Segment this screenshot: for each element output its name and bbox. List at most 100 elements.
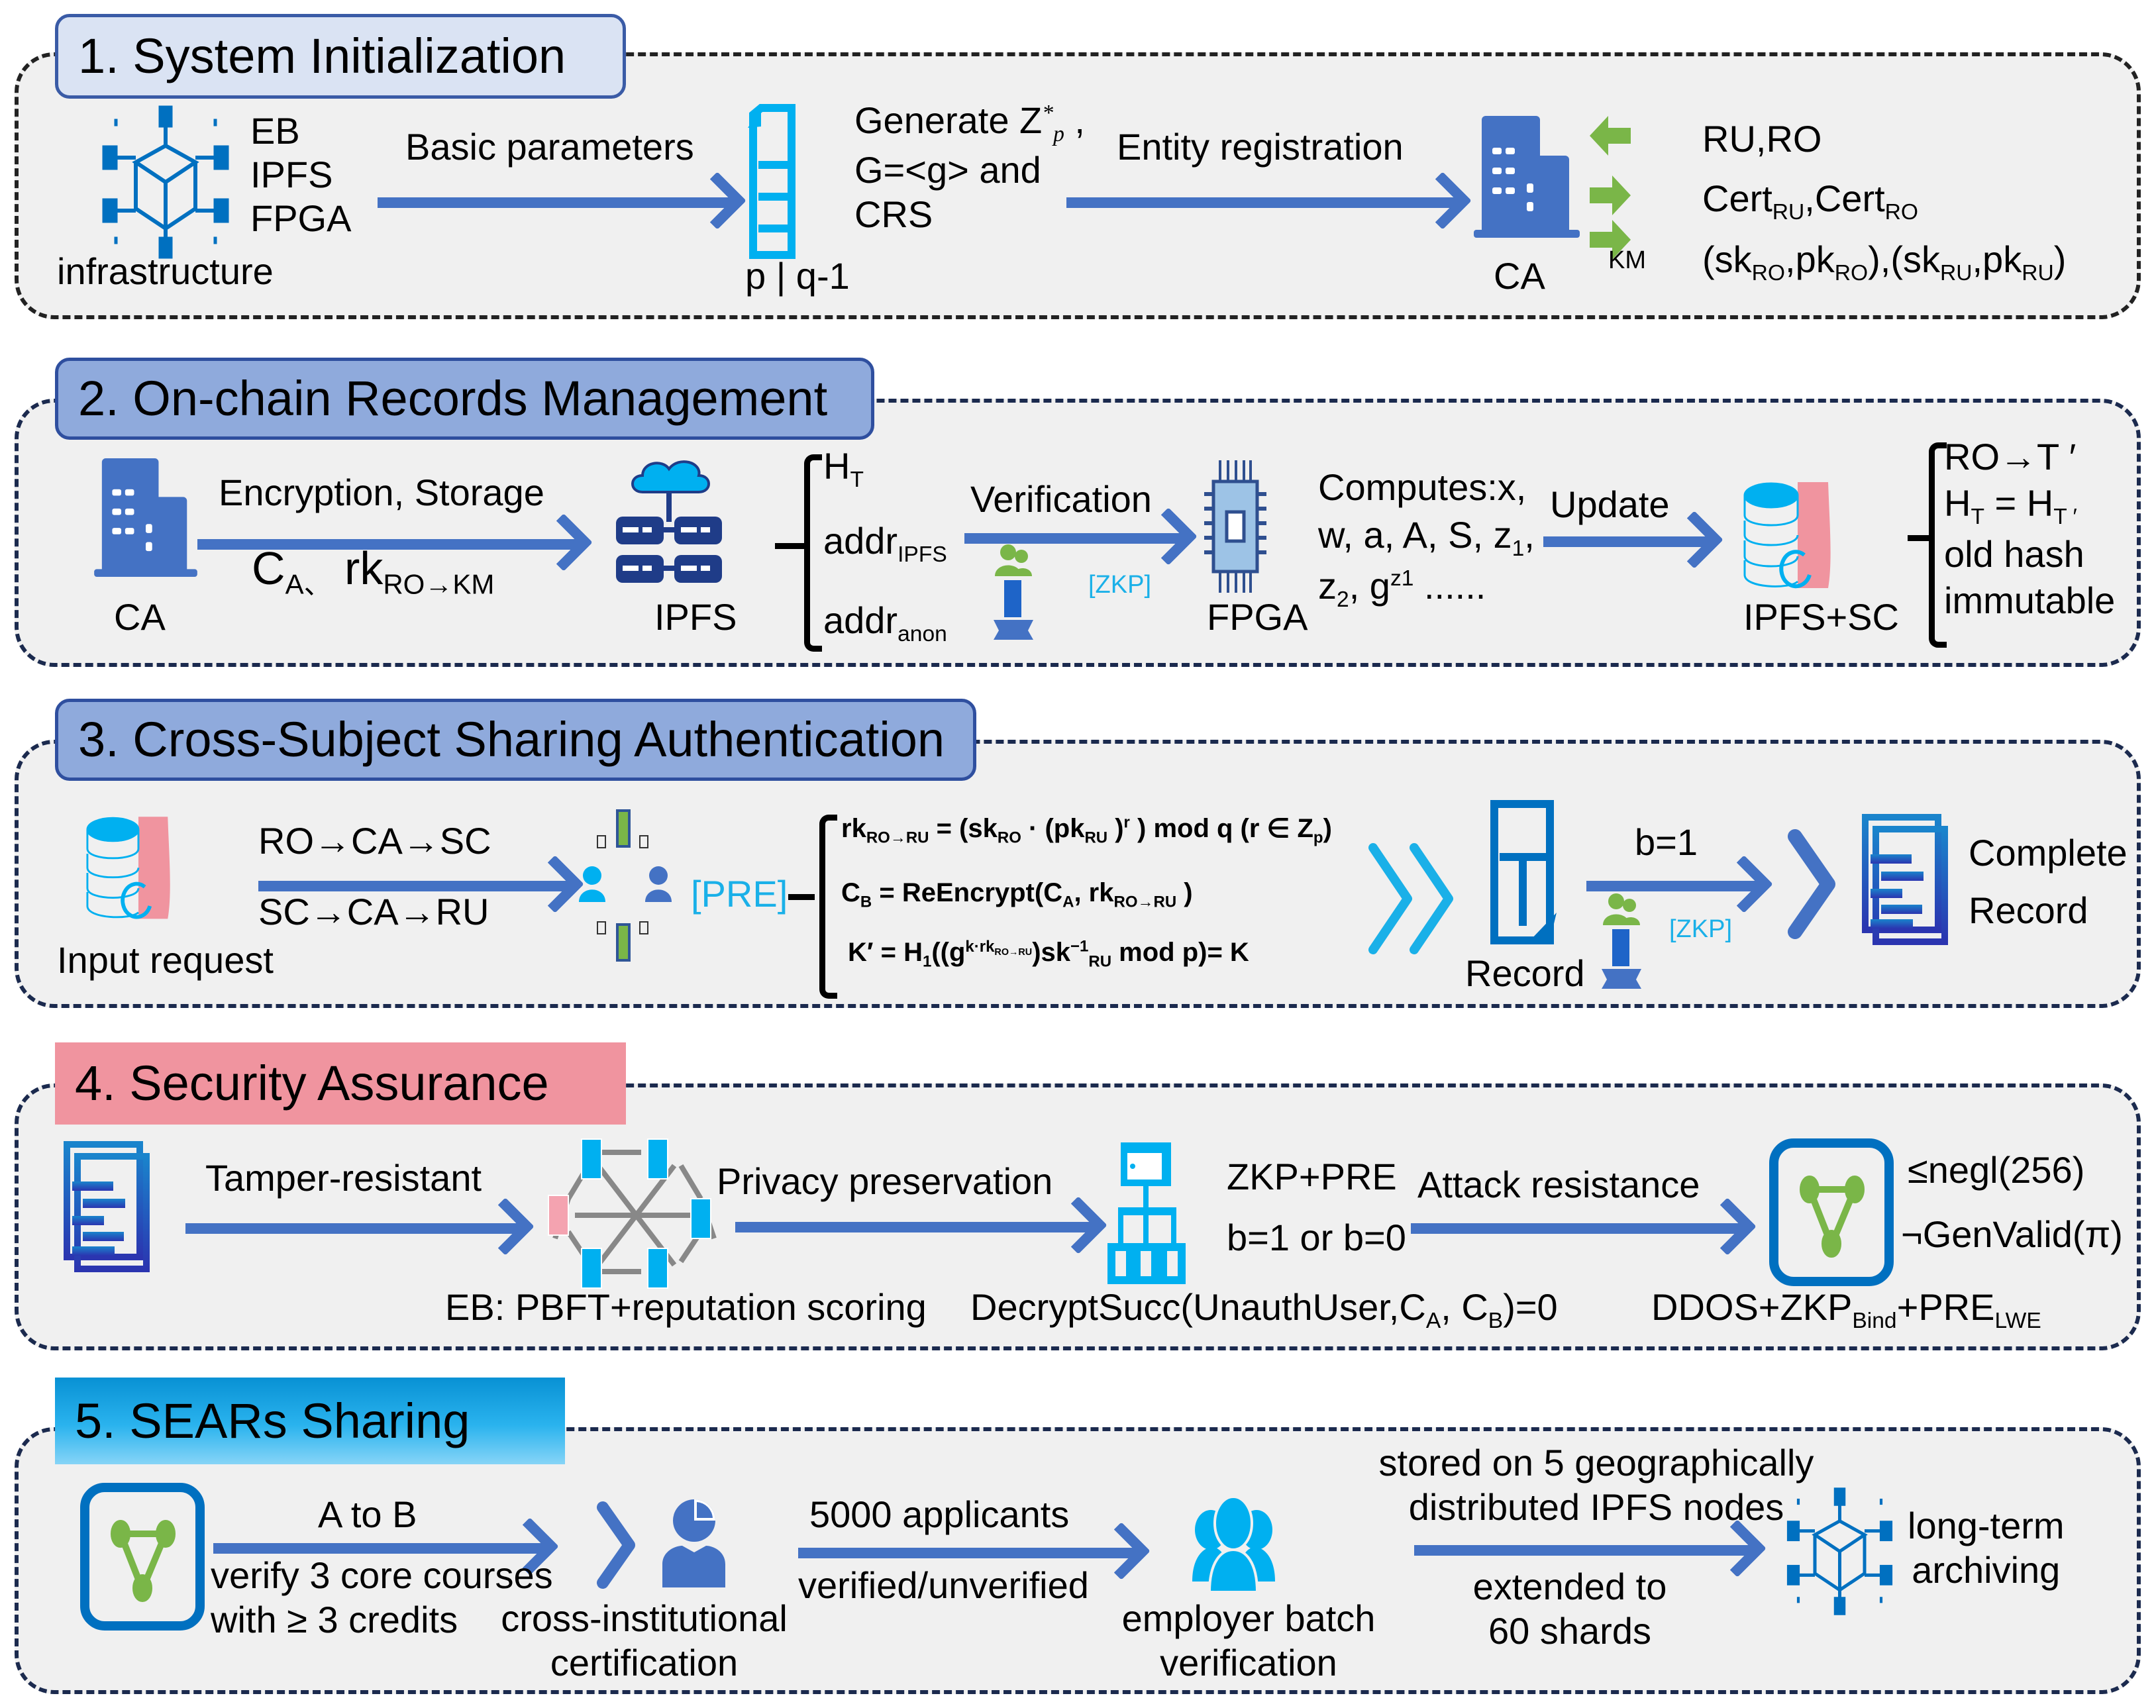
- record: Record: [1969, 889, 2088, 931]
- infrastructure-label: infrastructure: [57, 250, 274, 292]
- arrow-attack-resistance: [1411, 1223, 1745, 1234]
- text: , g: [1349, 565, 1390, 607]
- arrow-privacy-preservation: [735, 1222, 1096, 1232]
- line-1: long-term: [1908, 1505, 2065, 1546]
- cert-ro: ,Cert: [1804, 177, 1885, 219]
- formula-key-recovery: K′ = H1((gk·rkRO→RU)sk−1RU mod p)= K: [848, 937, 1249, 971]
- sub: RO: [1751, 260, 1786, 285]
- cert-text: CertRU,CertRO: [1702, 169, 2066, 230]
- formula-rekey: rkRO→RU = (skRO · (pkRU )r ) mod q (r ∈ …: [841, 813, 1332, 847]
- zkp-label: [ZKP]: [1088, 571, 1152, 599]
- generate-text: Generate Z: [854, 99, 1043, 141]
- text: z: [1318, 565, 1337, 607]
- section-title-text: 1. System Initialization: [78, 28, 566, 83]
- b-choice-label: b=1 or b=0: [1227, 1217, 1406, 1258]
- item-ipfs: IPFS: [250, 154, 333, 196]
- pk: pk: [1795, 238, 1835, 281]
- attack-resistance-label: Attack resistance: [1417, 1164, 1700, 1205]
- section-sears-sharing: [15, 1427, 2141, 1694]
- ipfs-sc-database-icon: [1743, 482, 1831, 589]
- rk-sub: RO→KM: [383, 568, 495, 600]
- computes-line-2: w, a, A, S, z1,: [1318, 513, 1535, 561]
- main: H: [823, 445, 850, 487]
- c-sub: A、: [285, 568, 332, 600]
- zkp-proof-icon: [80, 1483, 205, 1631]
- complete-record-icon: [1862, 814, 1948, 945]
- section-title: 4. Security Assurance: [55, 1042, 626, 1125]
- text: w, a, A, S, z: [1318, 513, 1512, 556]
- h: H: [1944, 482, 1971, 524]
- verify-courses-label: verify 3 core courses with ≥ 3 credits: [211, 1553, 553, 1642]
- line-2: verification: [1160, 1642, 1337, 1684]
- complete-record-label: Complete Record: [1969, 825, 2128, 940]
- sub: T: [850, 467, 864, 492]
- group-text: G=<g> and: [854, 149, 1041, 191]
- green-arrow-right-icon: [1590, 220, 1631, 260]
- registration-outputs: RU,RO CertRU,CertRO (skRO,pkRO),(skRU,pk…: [1702, 109, 2066, 291]
- computes-line-1: Computes:x,: [1318, 466, 1527, 508]
- section-title: 2. On-chain Records Management: [55, 358, 874, 440]
- km-label: KM: [1608, 246, 1646, 274]
- encryption-storage-label: Encryption, Storage: [219, 472, 544, 513]
- text: ......: [1413, 565, 1486, 607]
- ca-building-icon: [94, 458, 197, 578]
- tamper-resistant-label: Tamper-resistant: [205, 1157, 482, 1199]
- sub: T ′: [2053, 504, 2077, 529]
- chevron-right-icon: [597, 1501, 635, 1589]
- line-1: employer batch: [1121, 1597, 1376, 1639]
- section-cross-subject-auth: [15, 740, 2141, 1008]
- hierarchy-icon: [1107, 1142, 1186, 1284]
- record-document-icon: [1490, 800, 1557, 944]
- route-sc-ca-ru: SC→CA→RU: [258, 891, 489, 932]
- z-sub: p: [1053, 121, 1064, 146]
- verified-unverified-label: verified/unverified: [798, 1564, 1089, 1606]
- sub: anon: [898, 621, 947, 646]
- ro-to-t: RO→T ′: [1944, 436, 2077, 477]
- arrow-verification: [964, 533, 1186, 544]
- ipfs-sc-label: IPFS+SC: [1743, 596, 1899, 638]
- document-icon: [748, 104, 796, 259]
- arrow-basic-parameters: [378, 197, 735, 208]
- applicants-label: 5000 applicants: [809, 1493, 1070, 1535]
- green-arrow-left-icon: [1590, 116, 1631, 156]
- section-title-text: 5. SEARs Sharing: [75, 1393, 470, 1448]
- item-fpga: FPGA: [250, 197, 352, 240]
- arrow-entity-registration: [1066, 197, 1461, 208]
- blockchain-network-icon: [548, 1138, 717, 1289]
- employer-group-icon: [1192, 1495, 1275, 1593]
- negl-label: ≤negl(256): [1908, 1149, 2085, 1191]
- entity-registration-label: Entity registration: [1117, 126, 1404, 168]
- zkp-label: [ZKP]: [1669, 915, 1733, 943]
- rk: rk: [344, 542, 384, 594]
- addr-ipfs-item: addrIPFS: [823, 520, 947, 568]
- key-pairs-text: (skRO,pkRO),(skRU,pkRU): [1702, 238, 2067, 285]
- ht-item: HT: [823, 445, 864, 493]
- ipfs-cloud-server-icon: [616, 460, 722, 583]
- section-title: 5. SEARs Sharing: [55, 1378, 565, 1464]
- certifier-user-icon: [662, 1499, 725, 1587]
- line-2: with ≥ 3 credits: [211, 1599, 458, 1641]
- archive-network-icon: [1786, 1487, 1893, 1615]
- main: addr: [823, 520, 898, 562]
- input-request-label: Input request: [57, 939, 274, 981]
- pre-proxy-users-icon: [579, 809, 672, 962]
- double-chevron-icon: [1368, 843, 1453, 954]
- b-equals-1-label: b=1: [1635, 821, 1698, 863]
- genvalid-label: ¬GenValid(π): [1901, 1213, 2123, 1255]
- database-sync-icon: [86, 817, 170, 919]
- sub: RU: [1939, 260, 1973, 285]
- fpga-label: FPGA: [1207, 596, 1308, 638]
- main: addr: [823, 599, 898, 641]
- cross-institutional-label: cross-institutional certification: [497, 1596, 792, 1685]
- cert-ru: Cert: [1702, 177, 1772, 219]
- arrow-b1: [1586, 881, 1762, 891]
- hash-compare: HT = HT ′: [1944, 480, 2115, 531]
- green-arrow-right-icon: [1590, 176, 1631, 215]
- brace: [804, 454, 822, 652]
- zkp-verifier-icon: [1602, 893, 1641, 989]
- ciphertext-rekey-label: CA、 rkRO→KM: [252, 542, 494, 601]
- z-sup: *: [1042, 100, 1054, 125]
- employer-batch-label: employer batch verification: [1100, 1596, 1398, 1685]
- immutable: immutable: [1944, 579, 2116, 621]
- line-2: distributed IPFS nodes: [1408, 1486, 1784, 1529]
